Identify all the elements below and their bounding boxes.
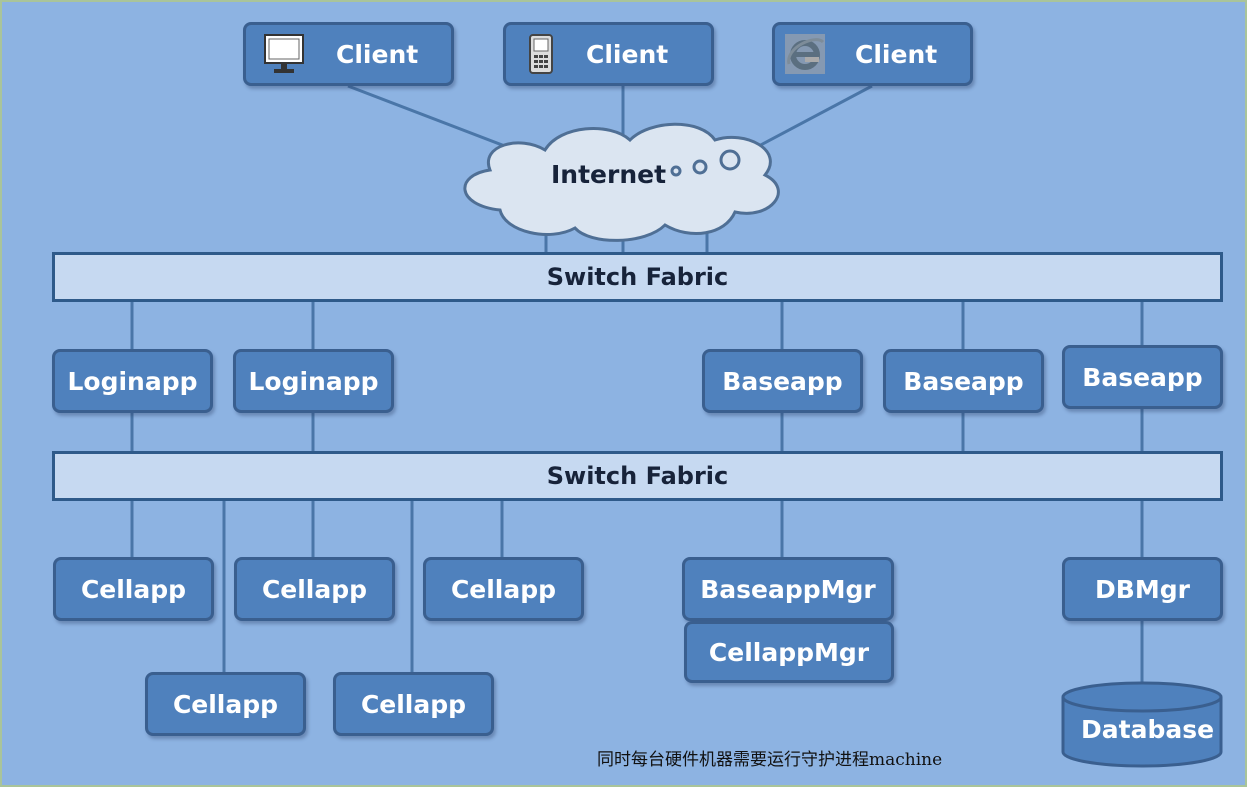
baseappmgr-box[interactable]: BaseappMgr	[682, 557, 894, 621]
baseapp-box[interactable]: Baseapp	[702, 349, 863, 413]
link-client3-internet	[754, 84, 873, 150]
loginapp-box[interactable]: Loginapp	[52, 349, 213, 413]
client-box-browser[interactable]: Client	[772, 22, 973, 86]
client-label: Client	[855, 39, 938, 69]
client-label: Client	[586, 39, 669, 69]
cellapp-box[interactable]: Cellapp	[333, 672, 494, 736]
mobile-phone-icon	[529, 34, 553, 74]
cellapp-box[interactable]: Cellapp	[145, 672, 306, 736]
dbmgr-box[interactable]: DBMgr	[1062, 557, 1223, 621]
database-cylinder	[1061, 681, 1223, 768]
switch-fabric-top: Switch Fabric	[52, 252, 1223, 302]
cloud-bubble-small	[670, 165, 682, 177]
daemon-caption: 同时每台硬件机器需要运行守护进程machine	[597, 750, 943, 770]
switch-fabric-bottom: Switch Fabric	[52, 451, 1223, 501]
cellapp-box[interactable]: Cellapp	[53, 557, 214, 621]
monitor-icon	[264, 34, 304, 73]
cellapp-box[interactable]: Cellapp	[234, 557, 395, 621]
database-label: Database	[1081, 715, 1215, 744]
cellapp-box[interactable]: Cellapp	[423, 557, 584, 621]
baseapp-box[interactable]: Baseapp	[1062, 345, 1223, 409]
cloud-bubble-medium	[692, 159, 708, 175]
internet-label: Internet	[551, 160, 667, 189]
baseapp-box[interactable]: Baseapp	[883, 349, 1044, 413]
cellappmgr-box[interactable]: CellappMgr	[684, 621, 894, 683]
internet-explorer-icon	[785, 34, 825, 74]
cloud-bubble-large	[719, 149, 741, 171]
client-box-mobile[interactable]: Client	[503, 22, 714, 86]
internet-cloud	[463, 122, 780, 242]
client-box-desktop[interactable]: Client	[243, 22, 454, 86]
client-label: Client	[336, 39, 419, 69]
link-client1-internet	[347, 84, 511, 150]
loginapp-box[interactable]: Loginapp	[233, 349, 394, 413]
